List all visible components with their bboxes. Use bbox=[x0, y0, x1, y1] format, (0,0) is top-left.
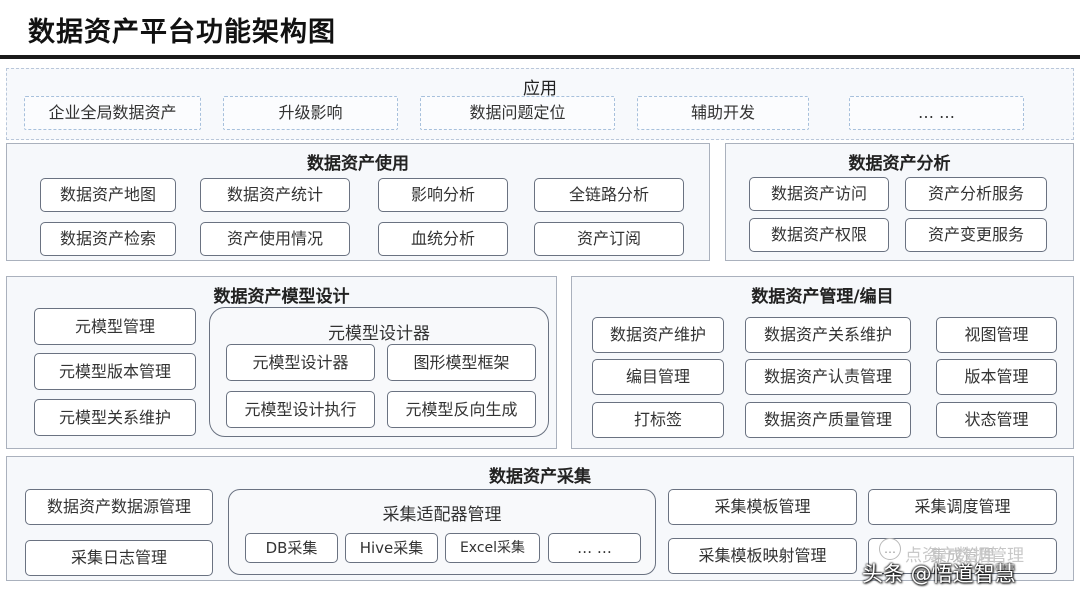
collect-item: 采集模板映射管理 bbox=[668, 538, 857, 574]
adapter-item: DB采集 bbox=[245, 533, 338, 563]
watermark-handle: 头条 @悟道智慧 bbox=[862, 562, 1016, 586]
app-item: 数据问题定位 bbox=[420, 96, 615, 130]
collect-item: 采集模板管理 bbox=[668, 489, 857, 525]
designer-item: 图形模型框架 bbox=[387, 344, 536, 381]
adapter-item: Hive采集 bbox=[345, 533, 438, 563]
app-item: 企业全局数据资产 bbox=[24, 96, 201, 130]
app-item: 升级影响 bbox=[223, 96, 398, 130]
analysis-item: 资产分析服务 bbox=[905, 177, 1047, 211]
catalog-item: 状态管理 bbox=[936, 402, 1057, 438]
usage-item: 全链路分析 bbox=[534, 178, 684, 212]
page-title: 数据资产平台功能架构图 bbox=[28, 17, 336, 48]
analysis-item: 数据资产访问 bbox=[749, 177, 889, 211]
catalog-item: 数据资产认责管理 bbox=[745, 359, 911, 395]
catalog-item: 数据资产维护 bbox=[592, 317, 724, 353]
usage-item: 资产订阅 bbox=[534, 222, 684, 256]
watermark-blur-text: 点资产数据管理 bbox=[905, 546, 1024, 566]
model-item: 元模型版本管理 bbox=[34, 353, 196, 390]
model-item: 元模型管理 bbox=[34, 308, 196, 345]
usage-item: 影响分析 bbox=[378, 178, 508, 212]
model-designer-title: 元模型设计器 bbox=[328, 324, 430, 344]
collect-item: 采集日志管理 bbox=[25, 540, 213, 576]
adapter-item: … … bbox=[548, 533, 641, 563]
catalog-item: 数据资产质量管理 bbox=[745, 402, 911, 438]
collect-adapter-title: 采集适配器管理 bbox=[382, 505, 502, 525]
analysis-section-title: 数据资产分析 bbox=[848, 154, 951, 174]
catalog-item: 数据资产关系维护 bbox=[745, 317, 911, 353]
usage-item: 血统分析 bbox=[378, 222, 508, 256]
catalog-item: 视图管理 bbox=[936, 317, 1057, 353]
model-section-title: 数据资产模型设计 bbox=[213, 287, 350, 307]
catalog-item: 打标签 bbox=[592, 402, 724, 438]
designer-item: 元模型反向生成 bbox=[387, 391, 536, 428]
catalog-section-title: 数据资产管理/编目 bbox=[751, 287, 894, 307]
watermark-logo-icon: … bbox=[879, 538, 901, 560]
catalog-item: 编目管理 bbox=[592, 359, 724, 395]
collect-section-title: 数据资产采集 bbox=[489, 467, 591, 487]
analysis-item: 数据资产权限 bbox=[749, 218, 889, 252]
usage-section-title: 数据资产使用 bbox=[307, 154, 409, 174]
model-item: 元模型关系维护 bbox=[34, 399, 196, 436]
app-item: 辅助开发 bbox=[637, 96, 809, 130]
designer-item: 元模型设计执行 bbox=[226, 391, 375, 428]
catalog-item: 版本管理 bbox=[936, 359, 1057, 395]
designer-item: 元模型设计器 bbox=[226, 344, 375, 381]
analysis-item: 资产变更服务 bbox=[905, 218, 1047, 252]
app-section-title: 应用 bbox=[523, 79, 557, 99]
usage-item: 数据资产统计 bbox=[200, 178, 350, 212]
collect-item: 采集调度管理 bbox=[868, 489, 1057, 525]
collect-item: 数据资产数据源管理 bbox=[25, 489, 213, 525]
adapter-item: Excel采集 bbox=[445, 533, 540, 563]
usage-item: 数据资产检索 bbox=[40, 222, 176, 256]
usage-item: 资产使用情况 bbox=[200, 222, 350, 256]
app-item: … … bbox=[849, 96, 1024, 130]
usage-item: 数据资产地图 bbox=[40, 178, 176, 212]
title-divider bbox=[0, 55, 1080, 59]
